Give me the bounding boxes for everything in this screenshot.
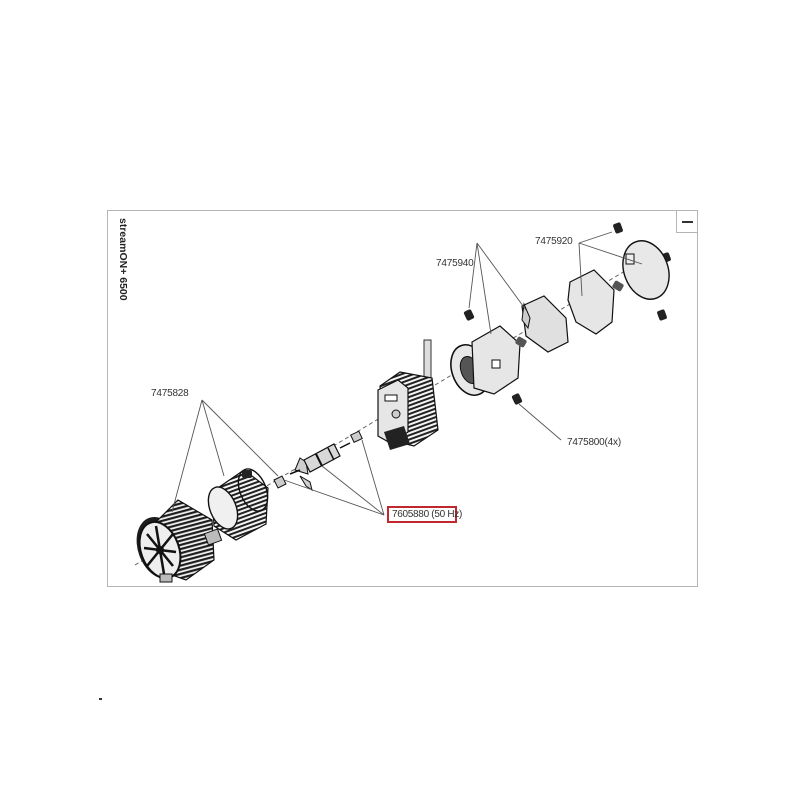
part-number-7475800: 7475800(4x): [567, 437, 621, 448]
collapse-button[interactable]: [676, 210, 698, 233]
rubber-bearing: [350, 430, 363, 443]
screw-right: [612, 280, 624, 292]
screw-left-top: [463, 309, 475, 321]
magnet-mount-plate: [622, 240, 670, 300]
motor-flange: [450, 325, 521, 396]
impeller-shaft: [289, 442, 351, 492]
motor-block: [377, 339, 439, 450]
screw-top: [613, 222, 623, 234]
part-number-7475828: 7475828: [151, 388, 189, 399]
inner-cage-grille: [207, 468, 269, 541]
part-number-7475940: 7475940: [436, 258, 474, 269]
impeller-end-bearing: [273, 475, 287, 489]
stray-mark: [99, 698, 102, 700]
bearing-bracket: [521, 295, 569, 353]
rear-cover-plate: [567, 269, 615, 335]
highlighted-part-callout: 7605880 (50 Hz): [387, 506, 462, 523]
part-number-7605880: 7605880 (50 Hz): [392, 509, 462, 520]
front-cage-grille: [136, 499, 223, 583]
part-number-7475920: 7475920: [535, 236, 573, 247]
screw-mid: [515, 336, 527, 348]
screw-bottom: [657, 309, 667, 321]
rubber-buffer: [511, 393, 523, 405]
leader-lines: [171, 231, 643, 516]
